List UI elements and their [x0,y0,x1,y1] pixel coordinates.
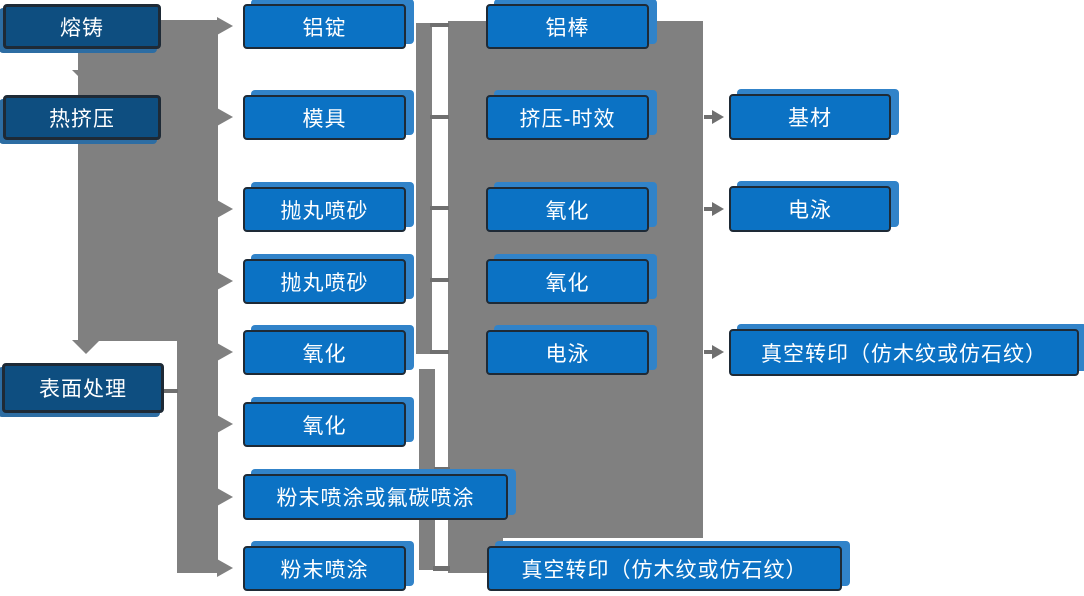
link-row7 [434,467,450,473]
box-oxidation-1: 氧化 [243,330,406,375]
trunk-stage-to-step1 [78,20,218,341]
right-arrow-icon-row4 [217,272,233,290]
right-arrow-icon-to-base-material [712,110,724,124]
box-oxidation-4: 氧化 [486,259,649,304]
link-row1 [430,23,449,27]
right-arrow-icon-row3 [217,200,233,218]
link-row2 [430,115,449,119]
box-vacuum-transfer-1: 真空转印（仿木纹或仿石纹） [487,546,842,591]
box-powder-or-fluorocarbon-spray: 粉末喷涂或氟碳喷涂 [243,474,508,520]
right-arrow-icon-to-vacuum-transfer [712,345,724,359]
box-extrusion-aging: 挤压-时效 [486,95,649,140]
box-aluminum-rod: 铝棒 [486,4,649,49]
box-electrophoresis-1: 电泳 [486,330,649,375]
bus-bar-lower [419,369,435,570]
box-hot-extrusion: 热挤压 [3,95,161,140]
link-row3 [430,206,449,210]
box-shot-blasting-1: 抛丸喷砂 [243,187,406,232]
right-arrow-icon-row5 [217,343,233,361]
link-row5 [430,350,449,354]
right-arrow-icon-to-electrophoresis [712,202,724,216]
trunk-surface-treatment [177,341,218,573]
arrow-stem-to-electrophoresis [704,207,714,211]
down-arrow-icon-melt-to-extrude [72,70,100,84]
link-surface-treatment [163,389,178,393]
right-arrow-icon-row8 [217,559,233,577]
box-oxidation-2: 氧化 [243,402,406,447]
box-base-material: 基材 [729,94,891,140]
box-surface-treatment: 表面处理 [2,363,164,413]
box-oxidation-3: 氧化 [486,187,649,232]
link-row4 [430,278,449,282]
box-melting-casting: 熔铸 [3,4,161,49]
box-vacuum-transfer-2: 真空转印（仿木纹或仿石纹） [729,329,1079,376]
box-electrophoresis-2: 电泳 [729,186,891,232]
right-arrow-icon-row1 [217,17,233,35]
box-aluminum-ingot: 铝锭 [243,4,406,49]
box-shot-blasting-2: 抛丸喷砂 [243,259,406,304]
box-mold: 模具 [243,95,406,140]
right-arrow-icon-row2 [217,108,233,126]
arrow-stem-to-base-material [704,115,714,119]
right-arrow-icon-row7 [217,488,233,506]
box-powder-spray: 粉末喷涂 [243,546,406,591]
bus-bar-upper [416,23,432,354]
arrow-stem-to-vacuum-transfer [704,350,714,354]
down-arrow-icon-to-surface-treatment [72,340,100,354]
right-arrow-icon-row6 [217,415,233,433]
link-row8 [433,566,450,571]
